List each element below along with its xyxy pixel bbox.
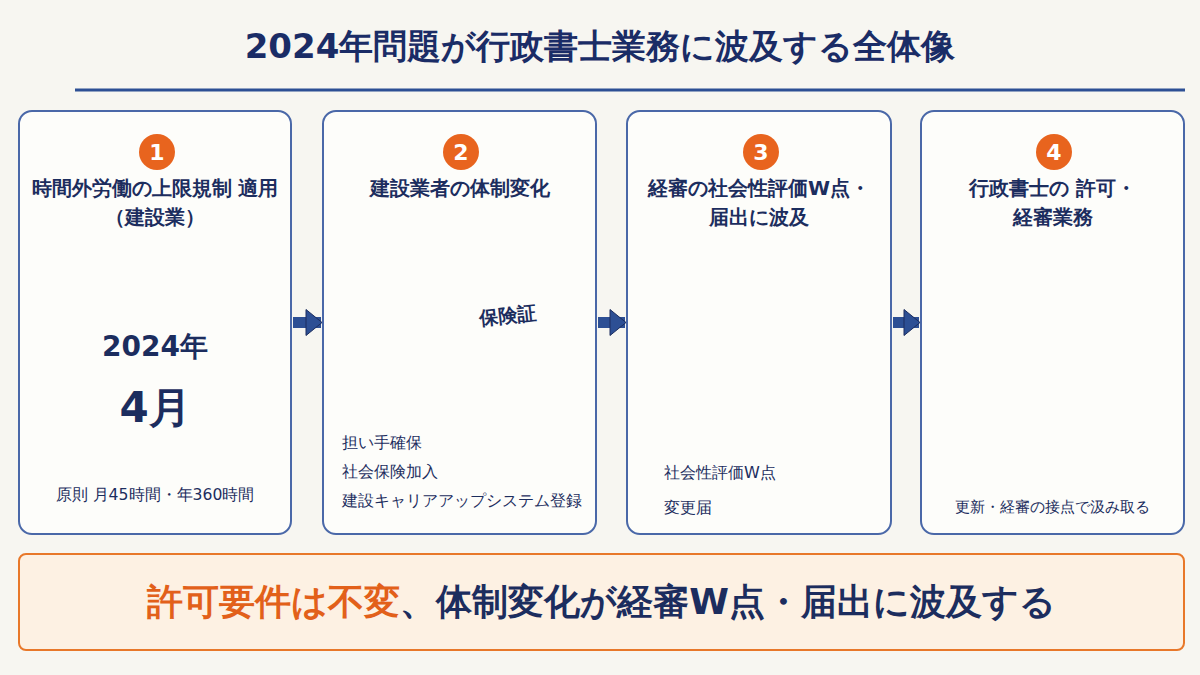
panel-body-text: 建設キャリアアップシステム登録 xyxy=(342,486,582,515)
flow-arrow xyxy=(598,317,625,328)
title-underline-part xyxy=(75,89,1185,92)
panel-heading: 時間外労働の上限規制 適用（建設業） xyxy=(28,174,282,232)
step-number-text: 4 xyxy=(1046,140,1061,165)
step-panel: 行政書士の 許可・経審業務更新・経審の接点で汲み取る 4 xyxy=(920,110,1185,535)
panel-heading: 建設業者の体制変化 xyxy=(332,174,587,203)
title-underline xyxy=(75,90,1185,91)
step-number: 4 xyxy=(1036,134,1072,170)
step-panel: 建設業者の体制変化担い手確保社会保険加入建設キャリアアップシステム登録 2 xyxy=(322,110,597,535)
step-number-text: 1 xyxy=(149,140,164,165)
conclusion-band: 許可要件は不変、体制変化が経審W点・届出に波及する xyxy=(18,553,1185,651)
calendar-text: 4月 xyxy=(119,380,190,436)
step-number: 3 xyxy=(743,134,779,170)
panel-body-text: 担い手確保 xyxy=(342,428,422,457)
flow-arrow xyxy=(293,317,321,328)
step-number: 1 xyxy=(139,134,175,170)
panel-heading: 経審の社会性評価W点・ 届出に波及 xyxy=(636,174,882,232)
step-panel: 時間外労働の上限規制 適用（建設業） 原則 月45時間・年360時間 1 xyxy=(18,110,292,535)
panel-body-text: 変更届 xyxy=(664,493,712,522)
step-number: 2 xyxy=(443,134,479,170)
panel-body-text: 原則 月45時間・年360時間 xyxy=(20,480,290,509)
panel-heading: 行政書士の 許可・経審業務 xyxy=(930,174,1175,232)
diagram-title: 2024年問題が行政書士業務に波及する全体像 xyxy=(0,24,1200,70)
calendar-text: 2024年 xyxy=(102,328,208,366)
flow-arrow xyxy=(893,317,919,328)
conclusion-text: 、体制変化が経審W点・届出に波及する xyxy=(400,578,1056,627)
panel-body-text: 更新・経審の接点で汲み取る xyxy=(922,492,1183,521)
step-number-text: 3 xyxy=(753,140,768,165)
panel-body-text: 社会保険加入 xyxy=(342,457,438,486)
conclusion-text: 許可要件は不変 xyxy=(147,578,400,627)
panel-body-text: 社会性評価W点 xyxy=(664,458,776,487)
step-number-text: 2 xyxy=(453,140,468,165)
step-panel: 経審の社会性評価W点・ 届出に波及社会性評価W点変更届 3 xyxy=(626,110,892,535)
